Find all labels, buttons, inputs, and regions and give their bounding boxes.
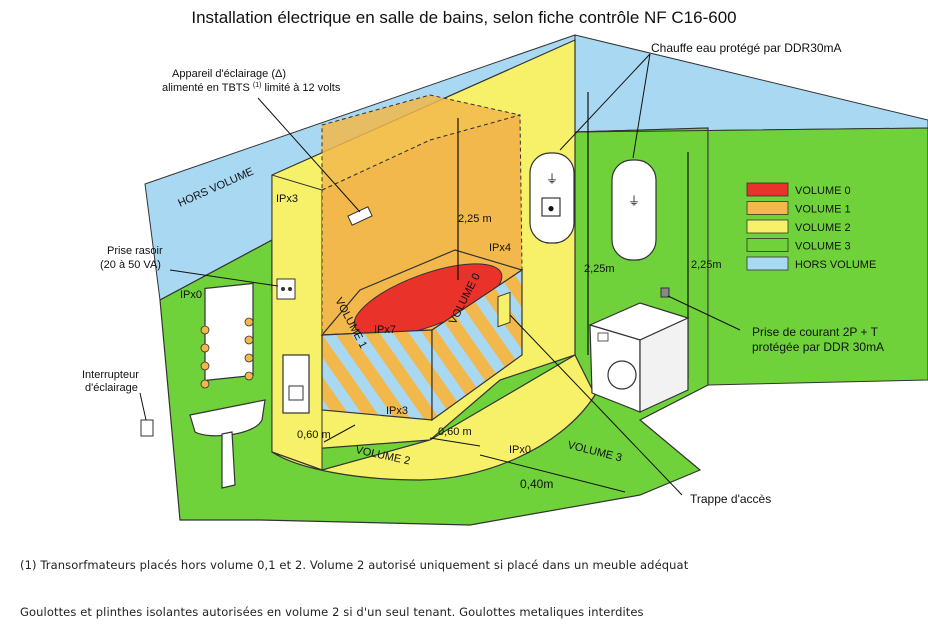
- label-ipx3-top: IPx3: [276, 193, 298, 205]
- dim-060-right-line: [429, 437, 481, 447]
- sink-pedestal: [221, 431, 236, 489]
- legend: VOLUME 0 VOLUME 1 VOLUME 2 VOLUME 3 HORS VOL…: [746, 182, 876, 271]
- page-title: Installation électrique en salle de bain…: [191, 8, 736, 27]
- sink: [189, 399, 266, 437]
- mirror: [204, 282, 254, 382]
- washing-machine-side: [639, 317, 689, 413]
- label-ipx0-left: IPx0: [180, 289, 202, 301]
- earth-icon: ⏚: [628, 194, 640, 208]
- label-ipx7: IPx7: [374, 324, 396, 336]
- legend-swatch: [746, 182, 789, 197]
- dim-060-left: 0,60 m: [297, 429, 331, 441]
- dim-225-bath: 2,25 m: [458, 213, 492, 225]
- earth-icon: ⏚: [546, 172, 558, 186]
- legend-label: VOLUME 1: [795, 204, 851, 216]
- legend-swatch: [746, 256, 789, 271]
- label-ipx4: IPx4: [489, 242, 511, 254]
- water-drop-icon: ●: [547, 201, 554, 215]
- prise-rasoir-socket: [276, 278, 296, 300]
- dim-060-right: 0,60 m: [438, 426, 472, 438]
- towel-radiator: [282, 354, 310, 414]
- label-ipx3-bath: IPx3: [386, 405, 408, 417]
- legend-label: VOLUME 3: [795, 241, 851, 253]
- footnote-transformateurs: (1) Transorfmateurs placés hors volume 0…: [20, 558, 689, 572]
- label-interrupteur-line2: d'éclairage: [85, 382, 138, 394]
- leader-chauffe-1: [559, 53, 651, 151]
- mirror-bulbs: [200, 317, 254, 389]
- legend-swatch: [746, 201, 789, 215]
- appareil-eclairage-fixture: [347, 206, 373, 226]
- trappe-acces-hatch: [497, 291, 511, 328]
- label-appareil-line2: alimenté en TBTS (1) limité à 12 volts: [162, 82, 341, 94]
- leader-trappe: [509, 314, 683, 496]
- volume-0-bath-water: [353, 263, 503, 337]
- label-ipx0-right: IPx0: [509, 444, 531, 456]
- mirror-bulb: [244, 317, 254, 327]
- legend-label: HORS VOLUME: [795, 259, 876, 271]
- label-prise-rasoir-line2: (20 à 50 VA): [100, 259, 161, 271]
- legend-label: VOLUME 0: [795, 185, 851, 197]
- legend-swatch: [746, 219, 789, 234]
- mirror-bulb: [200, 361, 210, 371]
- dim-040-line: [479, 454, 626, 493]
- leader-chauffe-2: [632, 53, 651, 159]
- volume-2-floor: [271, 354, 596, 481]
- dim-225-right: 2,25m: [691, 259, 722, 271]
- label-appareil-line1: Appareil d'éclairage (Δ): [172, 68, 286, 80]
- mirror-bulb: [244, 353, 254, 363]
- mirror-bulb: [244, 335, 254, 345]
- volume-3-wall-right: [574, 127, 928, 386]
- prise-rasoir-pin: [281, 287, 285, 291]
- label-prise-rasoir-line1: Prise rasoir: [107, 245, 163, 257]
- legend-label: VOLUME 2: [795, 222, 851, 234]
- radiator-icon-box: [288, 385, 304, 401]
- leader-prise-courant: [667, 295, 741, 331]
- mirror-bulb: [200, 325, 210, 335]
- leader-appareil: [257, 97, 361, 213]
- mirror-bulb: [244, 371, 254, 381]
- prise-courant-socket: [660, 287, 670, 298]
- mirror-bulb: [200, 343, 210, 353]
- label-interrupteur-line1: Interrupteur: [82, 369, 139, 381]
- heater-drop-icon-box: [541, 197, 561, 217]
- dim-060-left-line: [323, 424, 356, 443]
- washing-machine-controls: [597, 332, 609, 342]
- leader-interrupteur: [139, 392, 147, 421]
- dim-040: 0,40m: [520, 477, 553, 491]
- volume-2-front-left: [271, 174, 323, 471]
- footnote-goulottes: Goulottes et plinthes isolantes autorisé…: [20, 605, 644, 619]
- volume-1-top: [321, 94, 521, 191]
- bath-front: [321, 329, 433, 421]
- legend-swatch: [746, 238, 789, 252]
- interrupteur-switch: [140, 419, 154, 437]
- leader-prise-rasoir: [169, 269, 279, 287]
- water-heater-floor: [611, 159, 657, 261]
- washing-machine-door: [607, 360, 637, 390]
- prise-rasoir-pin: [288, 287, 292, 291]
- mirror-bulb: [200, 379, 210, 389]
- dim-225-mid: 2,25m: [584, 263, 615, 275]
- label-trappe: Trappe d'accès: [690, 492, 771, 506]
- label-chauffe-eau: Chauffe eau protégé par DDR30mA: [651, 41, 842, 55]
- leader-lines: [139, 53, 741, 496]
- label-prise-courant-line2: protégée par DDR 30mA: [752, 340, 884, 354]
- label-prise-courant-line1: Prise de courant 2P + T: [752, 325, 879, 339]
